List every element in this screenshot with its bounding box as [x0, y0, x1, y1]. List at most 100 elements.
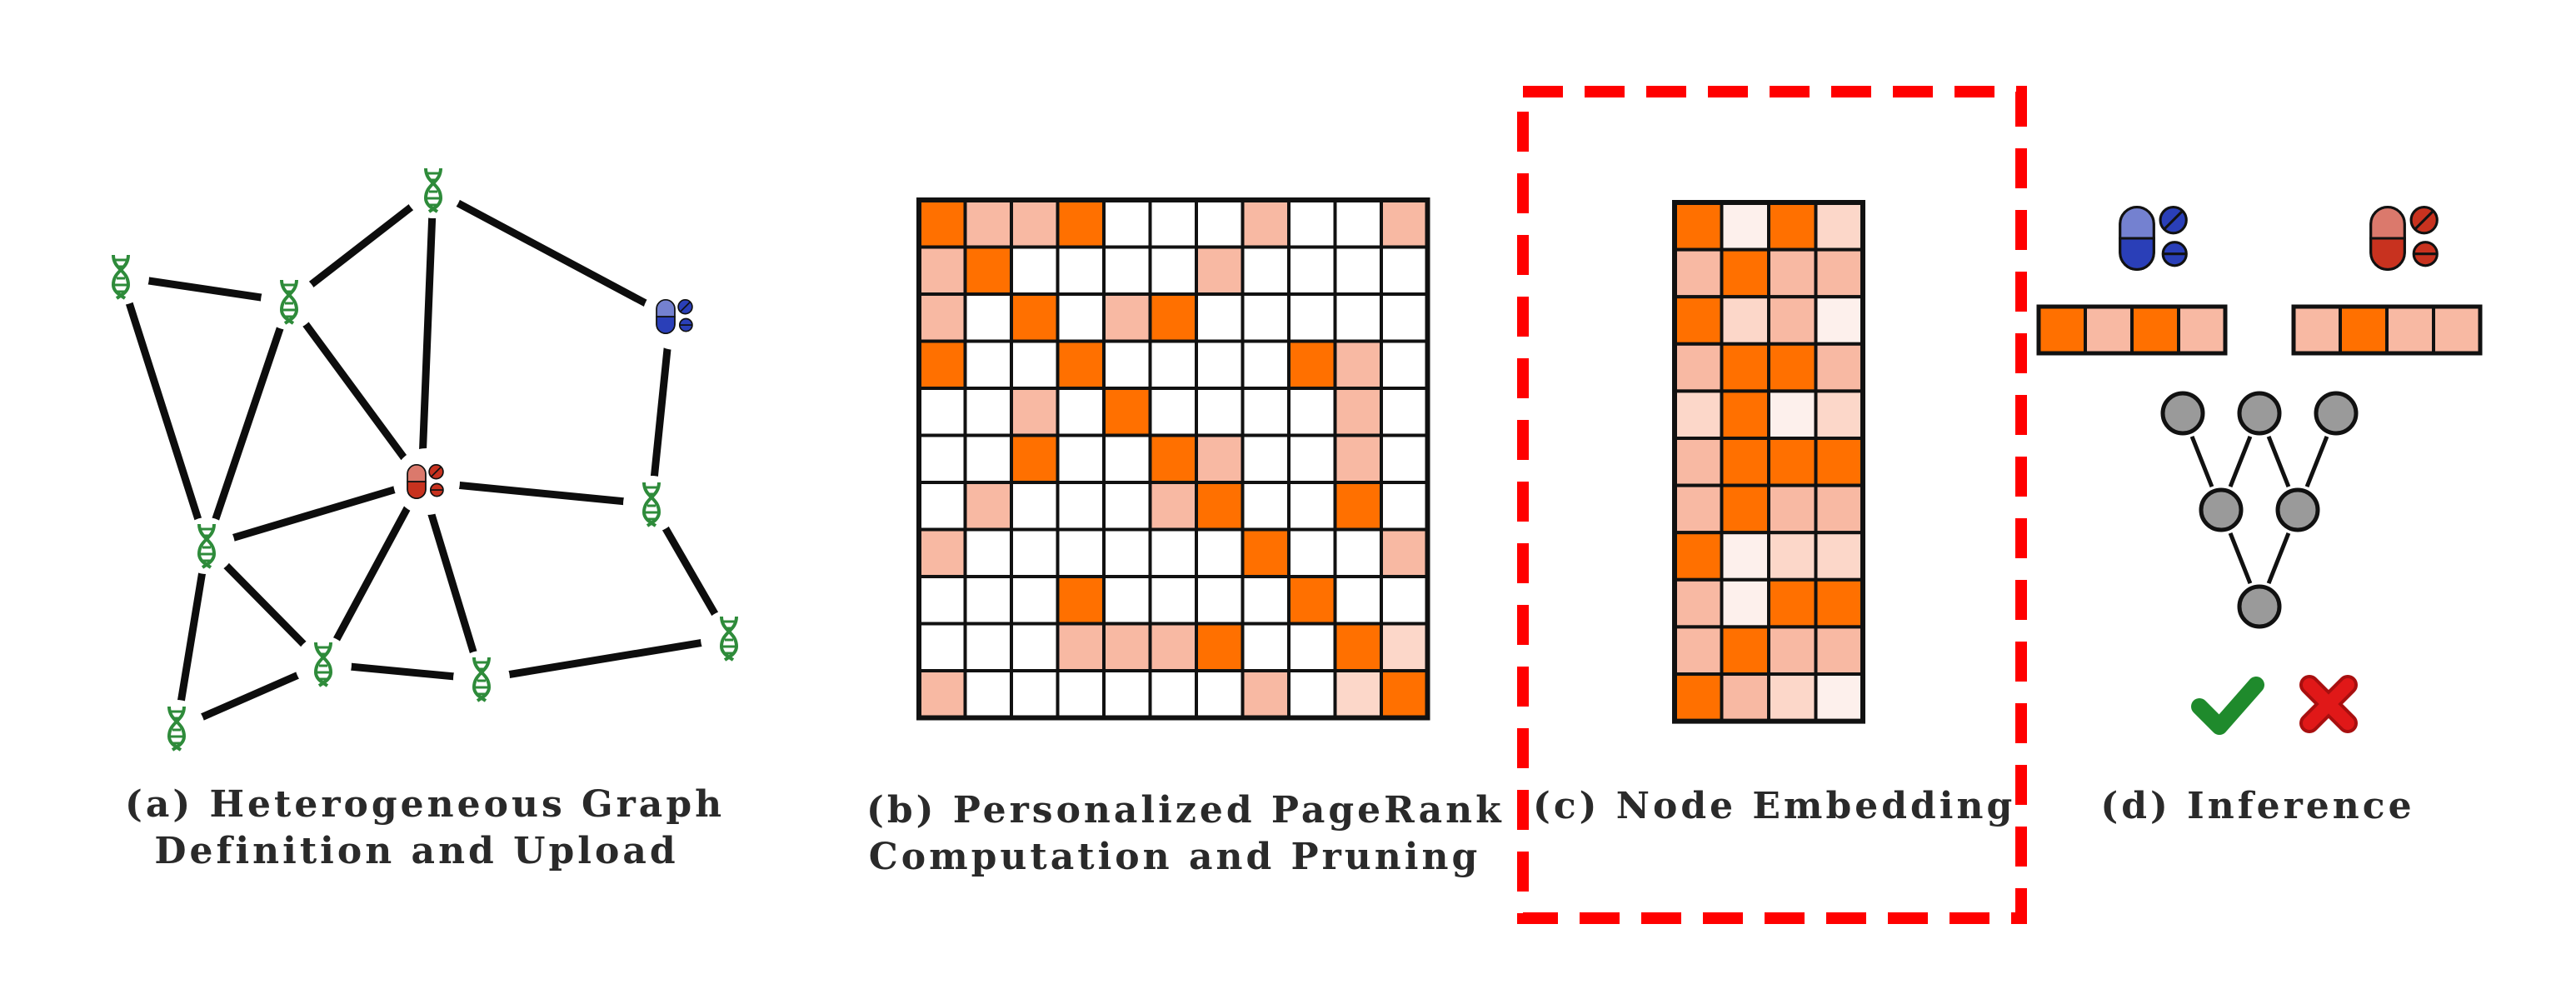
- tree-node: [2237, 584, 2282, 629]
- matrix-cell: [1287, 481, 1337, 532]
- caption-d: (d) Inference: [2083, 783, 2433, 830]
- matrix-cell: [1333, 339, 1383, 390]
- matrix-cell: [1287, 198, 1337, 249]
- embedding-cell: [1767, 201, 1818, 252]
- matrix-cell: [917, 575, 967, 626]
- matrix-cell: [1195, 575, 1245, 626]
- matrix-cell: [1241, 292, 1290, 343]
- matrix-cell: [1241, 575, 1290, 626]
- matrix-cell: [1148, 481, 1198, 532]
- gene-node-bg: [295, 636, 352, 692]
- node-embedding-matrix: [1672, 200, 1865, 724]
- matrix-cell: [1056, 575, 1106, 626]
- graph-edge: [202, 477, 426, 550]
- gene-node-bg: [148, 700, 205, 757]
- tree-edge: [2189, 435, 2214, 488]
- embedding-cell: [1814, 625, 1865, 677]
- embedding-cell: [1814, 295, 1865, 346]
- caption-d-line1: (d) Inference: [2100, 785, 2415, 827]
- embedding-cell: [1673, 625, 1724, 677]
- matrix-cell: [1056, 433, 1106, 484]
- matrix-cell: [1380, 198, 1430, 249]
- tree-node: [2275, 487, 2320, 532]
- vector-cell: [2432, 305, 2482, 355]
- matrix-cell: [1287, 527, 1337, 578]
- matrix-cell: [1056, 245, 1106, 296]
- vector-cell: [2037, 305, 2087, 355]
- matrix-cell: [1287, 339, 1337, 390]
- embedding-cell: [1814, 577, 1865, 629]
- matrix-cell: [1102, 387, 1152, 437]
- matrix-cell: [1010, 575, 1060, 626]
- embedding-cell: [1767, 625, 1818, 677]
- embedding-cell: [1673, 201, 1724, 252]
- embedding-cell: [1767, 672, 1818, 723]
- matrix-cell: [1195, 339, 1245, 390]
- gene-node-bg: [261, 273, 317, 330]
- matrix-cell: [1287, 292, 1337, 343]
- gene-node-bg: [92, 248, 149, 305]
- matrix-cell: [1241, 622, 1290, 672]
- graph-edge: [117, 272, 211, 550]
- graph-edge: [417, 186, 437, 486]
- drug-pill-red-icon: [2369, 206, 2439, 271]
- matrix-cell: [1010, 292, 1060, 343]
- embedding-cell: [1767, 531, 1818, 582]
- matrix-cell: [1148, 387, 1198, 437]
- matrix-cell: [1380, 575, 1430, 626]
- graph-edge: [172, 542, 211, 732]
- embedding-cell: [1767, 389, 1818, 440]
- embedding-cell: [1720, 672, 1770, 723]
- matrix-cell: [963, 527, 1013, 578]
- embedding-cell: [1720, 247, 1770, 299]
- matrix-cell: [1148, 575, 1198, 626]
- tree-edge: [2304, 435, 2329, 488]
- cross-icon: [2299, 675, 2358, 733]
- matrix-cell: [1010, 622, 1060, 672]
- gene-node-bg: [405, 162, 462, 218]
- tree-edge: [2266, 435, 2291, 488]
- check-icon: [2191, 677, 2264, 735]
- gene-node-bg: [623, 476, 680, 532]
- matrix-cell: [1056, 292, 1106, 343]
- embedding-cell: [1720, 625, 1770, 677]
- pagerank-matrix: [916, 197, 1430, 721]
- drug-node-bg: [393, 448, 460, 515]
- matrix-cell: [1241, 669, 1290, 720]
- matrix-cell: [1010, 245, 1060, 296]
- matrix-cell: [1195, 481, 1245, 532]
- matrix-cell: [1148, 292, 1198, 343]
- matrix-cell: [1241, 339, 1290, 390]
- embedding-cell: [1673, 389, 1724, 440]
- matrix-cell: [1380, 527, 1430, 578]
- matrix-cell: [917, 339, 967, 390]
- matrix-cell: [1102, 481, 1152, 532]
- matrix-cell: [1333, 433, 1383, 484]
- matrix-cell: [917, 387, 967, 437]
- embedding-cell: [1720, 531, 1770, 582]
- caption-c-line1: (c) Node Embedding: [1533, 785, 2016, 827]
- gene-node-bg: [178, 517, 235, 574]
- matrix-cell: [1102, 245, 1152, 296]
- embedding-cell: [1767, 483, 1818, 535]
- tree-node: [2314, 391, 2359, 436]
- embedding-cell: [1673, 295, 1724, 346]
- matrix-cell: [917, 481, 967, 532]
- matrix-cell: [1148, 339, 1198, 390]
- embedding-cell: [1767, 342, 1818, 393]
- matrix-cell: [1010, 433, 1060, 484]
- matrix-cell: [1148, 198, 1198, 249]
- embedding-cell: [1814, 437, 1865, 487]
- matrix-cell: [1010, 387, 1060, 437]
- matrix-cell: [963, 339, 1013, 390]
- tree-edge: [2266, 532, 2291, 585]
- matrix-cell: [1380, 387, 1430, 437]
- tree-node: [2160, 391, 2205, 436]
- matrix-cell: [1333, 481, 1383, 532]
- matrix-cell: [1380, 339, 1430, 390]
- embedding-cell: [1720, 295, 1770, 346]
- gene-node-bg: [453, 651, 510, 707]
- matrix-cell-border: [916, 197, 1430, 721]
- embedding-cell: [1720, 483, 1770, 535]
- matrix-cell: [1380, 245, 1430, 296]
